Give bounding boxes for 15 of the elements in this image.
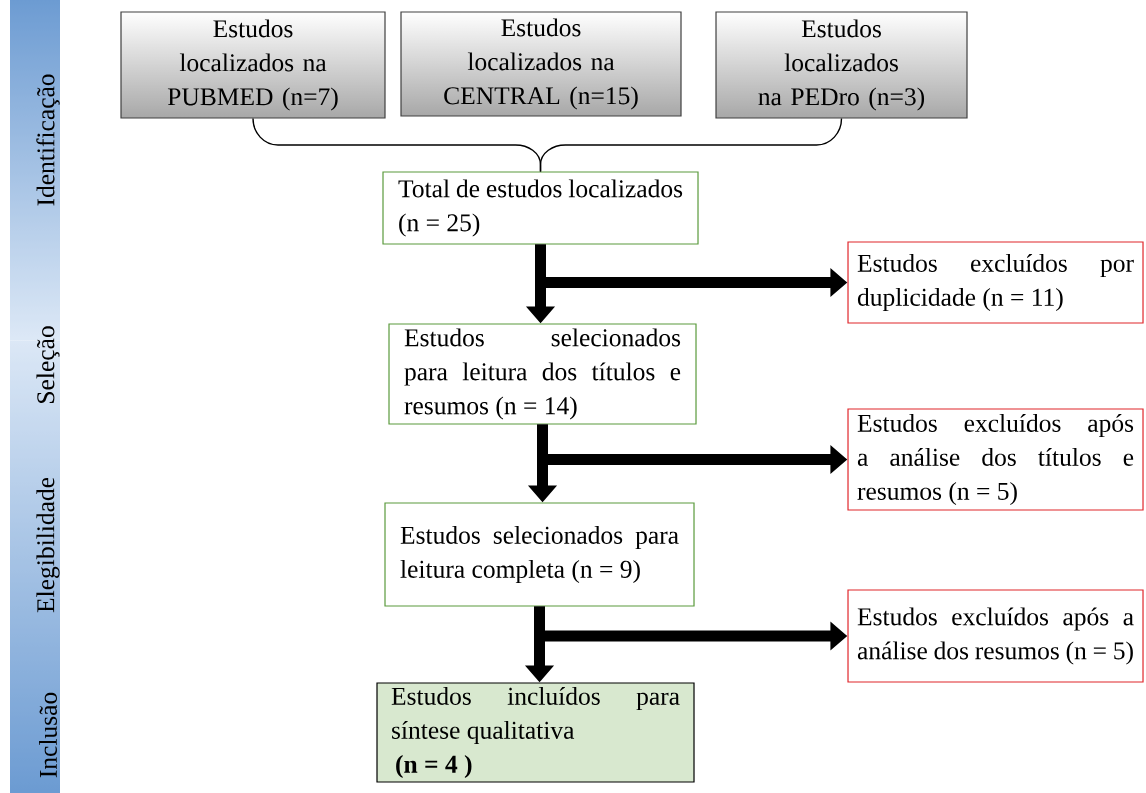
exclusion-box: Estudos excluídos por duplicidade (n = 11) — [847, 241, 1144, 324]
stage-label: Seleção — [36, 326, 60, 403]
source-box: Estudos localizados na PEDro (n=3) — [715, 11, 968, 119]
process-box: Estudos selecionados para leitura completa (n = 9) — [384, 502, 695, 607]
source-box: Estudos localizados na PUBMED (n=7) — [120, 11, 386, 119]
result-box: Estudos incluídos para síntese qualitativa (n = 4 ) — [376, 682, 695, 783]
stage-label: Inclusão — [39, 692, 57, 778]
source-box: Estudos localizados na CENTRAL (n=15) — [400, 11, 682, 117]
stage-label: Elegibilidade — [36, 477, 60, 613]
exclusion-box: Estudos excluídos após a análise dos resumos (n = 5) — [847, 589, 1144, 683]
process-box: Estudos selecionados para leitura dos títulos e resumos (n = 14) — [388, 323, 697, 425]
process-box: Total de estudos localizados (n = 25) — [382, 171, 699, 245]
exclusion-box: Estudos excluídos após a análise dos títulos e resumos (n = 5) — [847, 408, 1144, 511]
stage-label: Identificação — [36, 74, 60, 206]
brace-line — [539, 117, 843, 173]
